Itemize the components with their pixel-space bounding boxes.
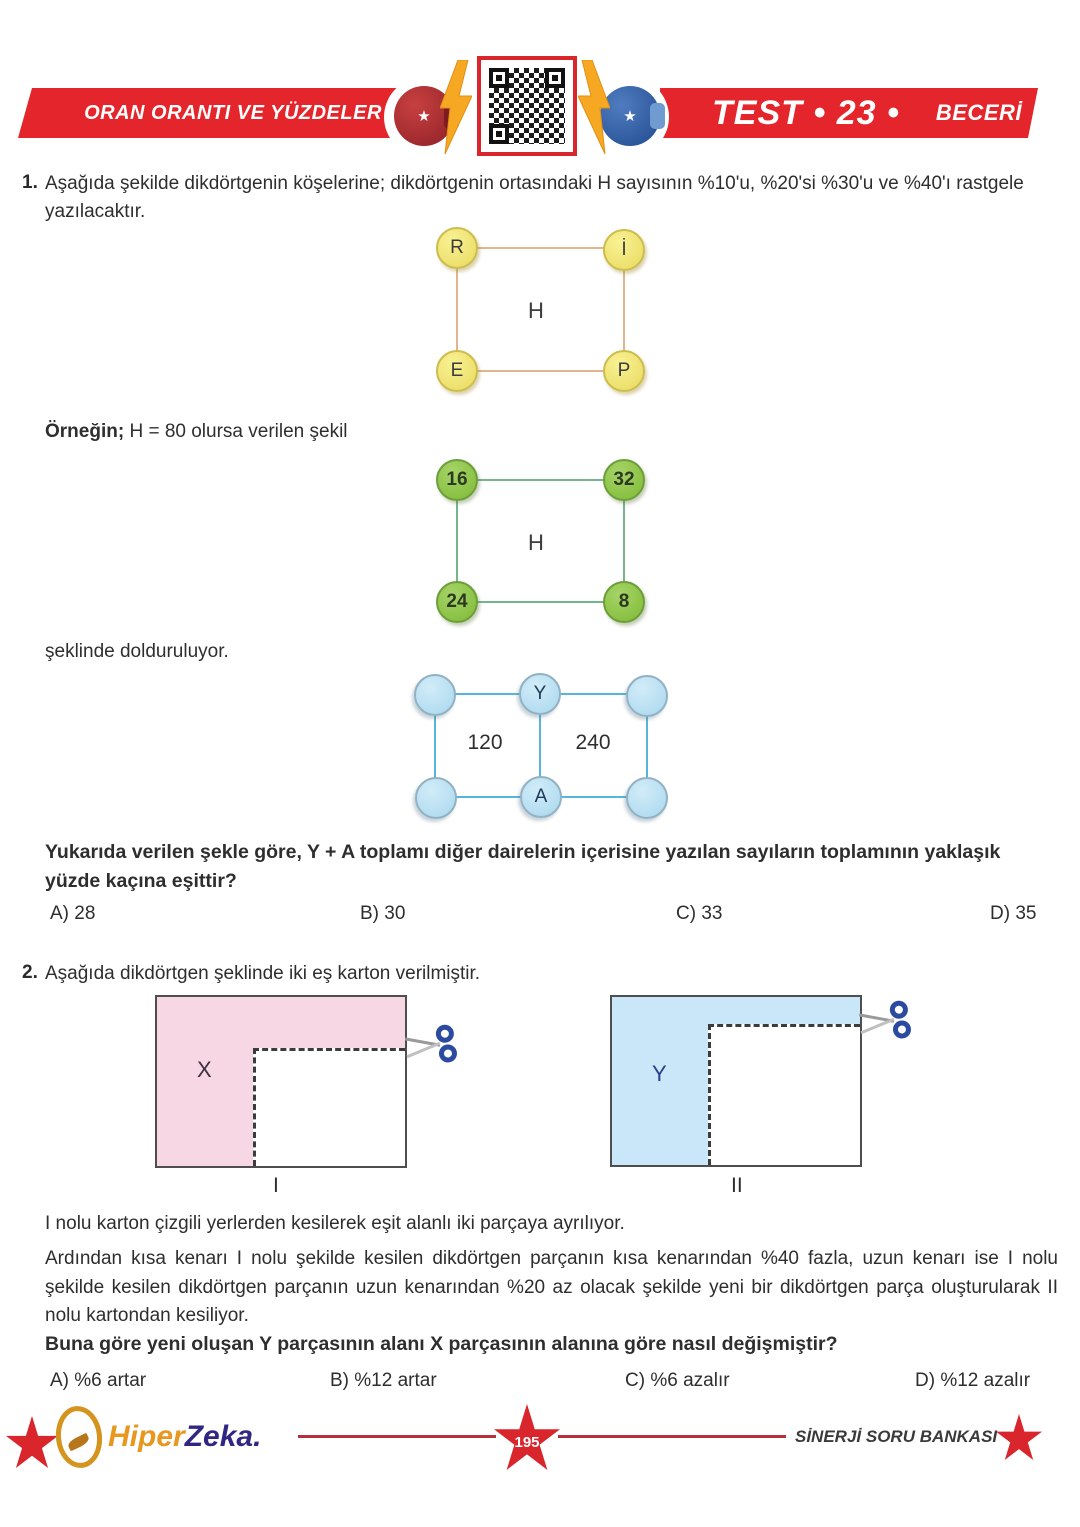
option-label: B) (360, 903, 379, 924)
question1-number: 1. (22, 172, 38, 193)
hiperzeka-logo-icon (52, 1403, 106, 1471)
cut-region (708, 1024, 860, 1165)
blank-node (626, 777, 668, 819)
option-text: %6 artar (74, 1370, 147, 1391)
question2-stem: Buna göre yeni oluşan Y parçasının alanı… (45, 1333, 838, 1355)
diagram2-line-bottom (457, 601, 624, 603)
region-value: 240 (575, 731, 611, 754)
option-label: A) (50, 1370, 69, 1391)
footer-rule (558, 1435, 786, 1438)
question1-stem: Yukarıda verilen şekle göre, Y + A topla… (45, 841, 1001, 892)
corner-node: 8 (603, 581, 645, 623)
example-text: H = 80 olursa verilen şekil (124, 421, 348, 442)
test-ribbon: TEST • 23 • BECERİ (660, 88, 1038, 138)
corner-node: P (603, 350, 645, 392)
corner-node: E (436, 350, 478, 392)
cardboard-1: X (155, 995, 407, 1168)
option-text: 35 (1015, 903, 1037, 924)
lightning-bolt-icon (578, 60, 610, 154)
blank-node (414, 674, 456, 716)
blue-boxing-glove-icon (600, 86, 665, 146)
qr-finder-icon (545, 68, 565, 88)
blank-node (415, 777, 457, 819)
footer-rule (298, 1435, 496, 1438)
blank-node (626, 675, 668, 717)
diagram1-line-bottom (457, 370, 624, 372)
topic-title: ORAN ORANTI VE YÜZDELER (84, 101, 382, 124)
cardboard-2: Y (610, 995, 862, 1167)
center-value-label: H (528, 530, 544, 555)
option-a: A) 28 (50, 903, 95, 925)
option-label: D) (990, 903, 1011, 924)
skill-badge: BECERİ (935, 100, 1022, 125)
diagram2-line-top (457, 479, 624, 481)
example-lead: Örneğin; (45, 421, 125, 442)
diagram3-line-right (646, 695, 648, 798)
option-d: D) %12 azalır (915, 1370, 1030, 1392)
option-text: %12 azalır (940, 1370, 1031, 1391)
cut-region (253, 1048, 405, 1166)
option-label: B) (330, 1370, 349, 1391)
qr-pattern (489, 68, 565, 144)
scissors-icon (858, 1000, 911, 1039)
center-value-label: H (528, 298, 544, 323)
corner-node: 32 (603, 459, 645, 501)
topic-ribbon: ORAN ORANTI VE YÜZDELER (18, 88, 448, 138)
corner-node: 24 (436, 581, 478, 623)
diagram1-line-top (457, 247, 624, 249)
qr-code (477, 56, 577, 156)
option-text: %6 azalır (650, 1370, 730, 1391)
corner-node: İ (603, 229, 645, 271)
corner-node: R (436, 227, 478, 269)
option-text: 28 (74, 903, 96, 924)
region-value: 120 (467, 731, 503, 754)
question2-note1: I nolu karton çizgili yerlerden kesilere… (45, 1213, 625, 1234)
page-number-star: 195 (494, 1404, 560, 1470)
footer-star-icon (996, 1414, 1042, 1460)
labeled-node: Y (519, 673, 561, 715)
lightning-bolt-icon (440, 60, 472, 154)
card2-letter: Y (652, 1061, 667, 1086)
publisher-name: SİNERJİ SORU BANKASI (795, 1427, 998, 1446)
footer-star-icon (6, 1416, 58, 1468)
option-c: C) 33 (676, 903, 722, 925)
filled-note: şeklinde dolduruluyor. (45, 641, 229, 662)
option-label: C) (625, 1370, 646, 1391)
question2-intro: Aşağıda dikdörtgen şeklinde iki eş karto… (45, 963, 481, 984)
test-number-label: TEST • 23 • (712, 93, 900, 132)
corner-node: 16 (436, 459, 478, 501)
brand-zeka: Zeka. (184, 1420, 262, 1453)
brand-logo: HiperZeka. (108, 1420, 261, 1454)
card2-caption: II (731, 1174, 743, 1197)
diagram3-line-left (434, 694, 436, 798)
card1-letter: X (197, 1057, 212, 1082)
diagram3-line-middle (539, 693, 541, 797)
card1-caption: I (273, 1174, 279, 1197)
brand-hiper: Hiper (108, 1420, 185, 1453)
question2-note2: Ardından kısa kenarı I nolu şekilde kesi… (45, 1248, 1058, 1326)
option-label: A) (50, 903, 69, 924)
diagram2-line-right (623, 480, 625, 602)
option-d: D) 35 (990, 903, 1036, 925)
qr-finder-icon (489, 124, 509, 144)
scissors-icon (404, 1024, 457, 1063)
page-number: 195 (514, 1433, 540, 1451)
option-text: 30 (384, 903, 406, 924)
question2-number: 2. (22, 962, 38, 983)
diagram2-line-left (456, 480, 458, 602)
diagram1-line-right (623, 250, 625, 371)
option-text: 33 (701, 903, 723, 924)
example-note: Örneğin; H = 80 olursa verilen şekil (45, 418, 348, 446)
option-label: D) (915, 1370, 936, 1391)
option-c: C) %6 azalır (625, 1370, 730, 1392)
labeled-node: A (520, 776, 562, 818)
option-text: %12 artar (354, 1370, 437, 1391)
option-label: C) (676, 903, 697, 924)
option-b: B) 30 (360, 903, 405, 925)
option-a: A) %6 artar (50, 1370, 146, 1392)
option-b: B) %12 artar (330, 1370, 437, 1392)
qr-finder-icon (489, 68, 509, 88)
diagram1-line-left (456, 248, 458, 371)
question1-intro: Aşağıda şekilde dikdörtgenin köşelerine;… (45, 173, 1024, 222)
